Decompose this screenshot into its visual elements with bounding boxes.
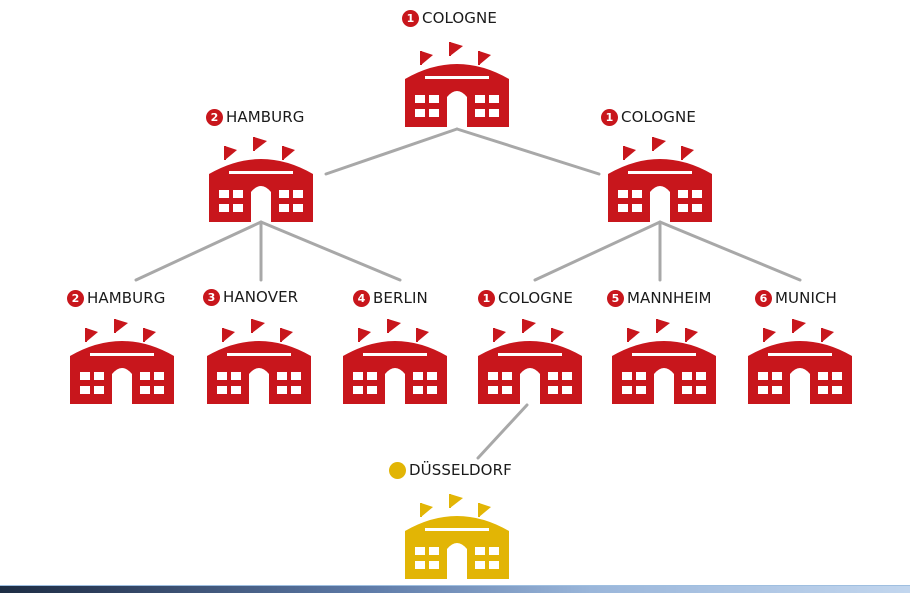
edge-top-cologne-to-mid-cologne (455, 127, 601, 176)
stadium-icon-sub-dusseldorf (405, 494, 509, 579)
stadium-icon-leaf-berlin (343, 319, 447, 404)
city-name: HAMBURG (87, 289, 166, 307)
city-name: MUNICH (775, 289, 837, 307)
node-label-leaf-cologne: 1 COLOGNE (478, 289, 573, 307)
city-name: COLOGNE (621, 108, 696, 126)
highlight-badge (389, 461, 406, 479)
rank-badge: 5 (607, 289, 624, 307)
node-label-leaf-munich: 6 MUNICH (755, 289, 837, 307)
window-bottom-bar (0, 586, 910, 593)
stadium-icon-leaf-mannheim (612, 319, 716, 404)
edge-top-cologne-to-mid-hamburg (324, 127, 459, 176)
stadium-icon-mid-hamburg (209, 137, 313, 222)
rank-badge: 3 (203, 288, 220, 306)
node-label-mid-hamburg: 2 HAMBURG (206, 108, 305, 126)
rank-badge: 4 (353, 289, 370, 307)
rank-badge: 1 (478, 289, 495, 307)
stadium-icon-mid-cologne (608, 137, 712, 222)
stadium-icon-top-cologne (405, 42, 509, 127)
city-name: COLOGNE (422, 9, 497, 27)
rank-badge: 2 (67, 289, 84, 307)
edge-mid-cologne-to-leaf-cologne (533, 220, 662, 282)
stadium-icon-leaf-munich (748, 319, 852, 404)
venue-icons (70, 42, 852, 579)
stadium-icon-leaf-hanover (207, 319, 311, 404)
window-edge-highlight (0, 585, 910, 586)
edge-leaf-cologne-to-sub-dusseldorf (476, 403, 529, 460)
stadium-icon-leaf-hamburg (70, 319, 174, 404)
rank-badge: 2 (206, 108, 223, 126)
node-label-sub-dusseldorf: DÜSSELDORF (389, 461, 512, 479)
edge-mid-hamburg-to-leaf-berlin (259, 220, 402, 282)
node-label-leaf-hamburg: 2 HAMBURG (67, 289, 166, 307)
edge-mid-cologne-to-leaf-munich (658, 220, 802, 282)
node-label-top-cologne: 1 COLOGNE (402, 9, 497, 27)
node-label-leaf-hanover: 3 HANOVER (203, 288, 298, 306)
city-name: DÜSSELDORF (409, 461, 512, 479)
city-name: BERLIN (373, 289, 428, 307)
city-name: COLOGNE (498, 289, 573, 307)
node-label-leaf-mannheim: 5 MANNHEIM (607, 289, 712, 307)
node-label-leaf-berlin: 4 BERLIN (353, 289, 428, 307)
stadium-icon-leaf-cologne (478, 319, 582, 404)
city-name: HAMBURG (226, 108, 305, 126)
city-name: MANNHEIM (627, 289, 712, 307)
city-name: HANOVER (223, 288, 299, 306)
node-label-mid-cologne: 1 COLOGNE (601, 108, 696, 126)
connector-lines (134, 127, 802, 460)
edge-mid-hamburg-to-leaf-hamburg (134, 220, 263, 282)
rank-badge: 6 (755, 289, 772, 307)
rank-badge: 1 (601, 108, 618, 126)
rank-badge: 1 (402, 9, 419, 27)
